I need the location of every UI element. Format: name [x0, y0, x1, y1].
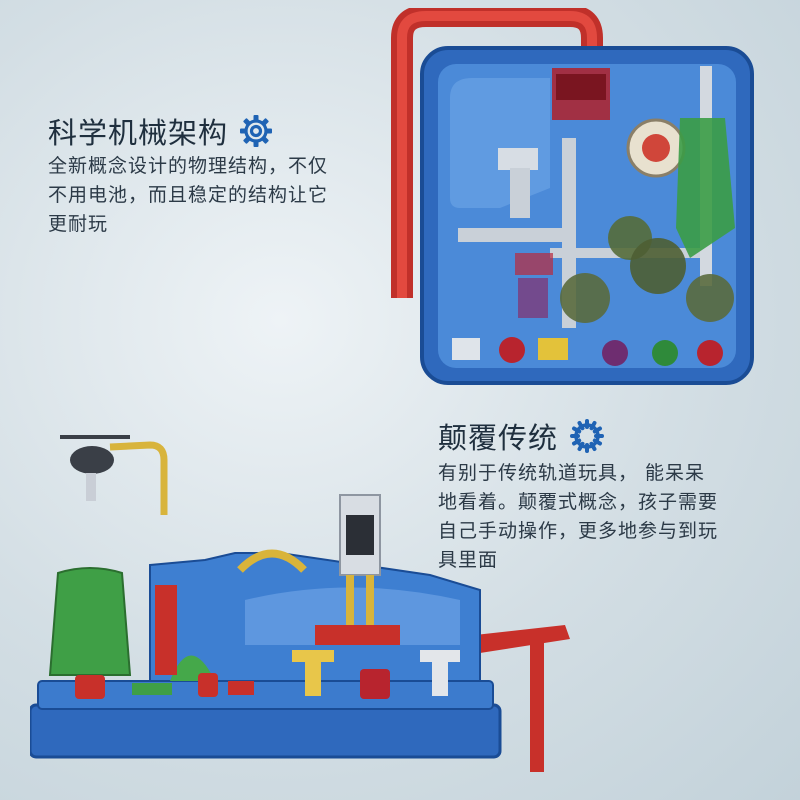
section-title-mechanical: 科学机械架构 — [48, 110, 274, 152]
body-line: 不用电池，而且稳定的结构让它 — [48, 184, 329, 206]
section-title-disrupt: 颠覆传统 — [438, 415, 606, 457]
gear-icon — [240, 115, 273, 147]
body-line: 地看着。颠覆式概念，孩子需要 — [438, 491, 719, 513]
section-body-mechanical: 全新概念设计的物理结构，不仅 不用电池，而且稳定的结构让它 更耐玩 — [48, 152, 328, 239]
body-line: 具里面 — [438, 549, 499, 571]
toy-top-view-image — [391, 8, 754, 385]
body-line: 更耐玩 — [48, 213, 109, 235]
section-title-text: 科学机械架构 — [48, 116, 229, 150]
body-line: 自己手动操作，更多地参与到玩 — [438, 520, 719, 542]
body-line: 全新概念设计的物理结构，不仅 — [48, 155, 329, 177]
section-title-text: 颠覆传统 — [438, 421, 559, 455]
body-line: 有别于传统轨道玩具， 能呆呆 — [438, 462, 706, 484]
ring-icon — [570, 419, 605, 453]
toy-side-view-image — [30, 435, 570, 772]
section-body-disrupt: 有别于传统轨道玩具， 能呆呆 地看着。颠覆式概念，孩子需要 自己手动操作，更多地… — [438, 459, 718, 575]
